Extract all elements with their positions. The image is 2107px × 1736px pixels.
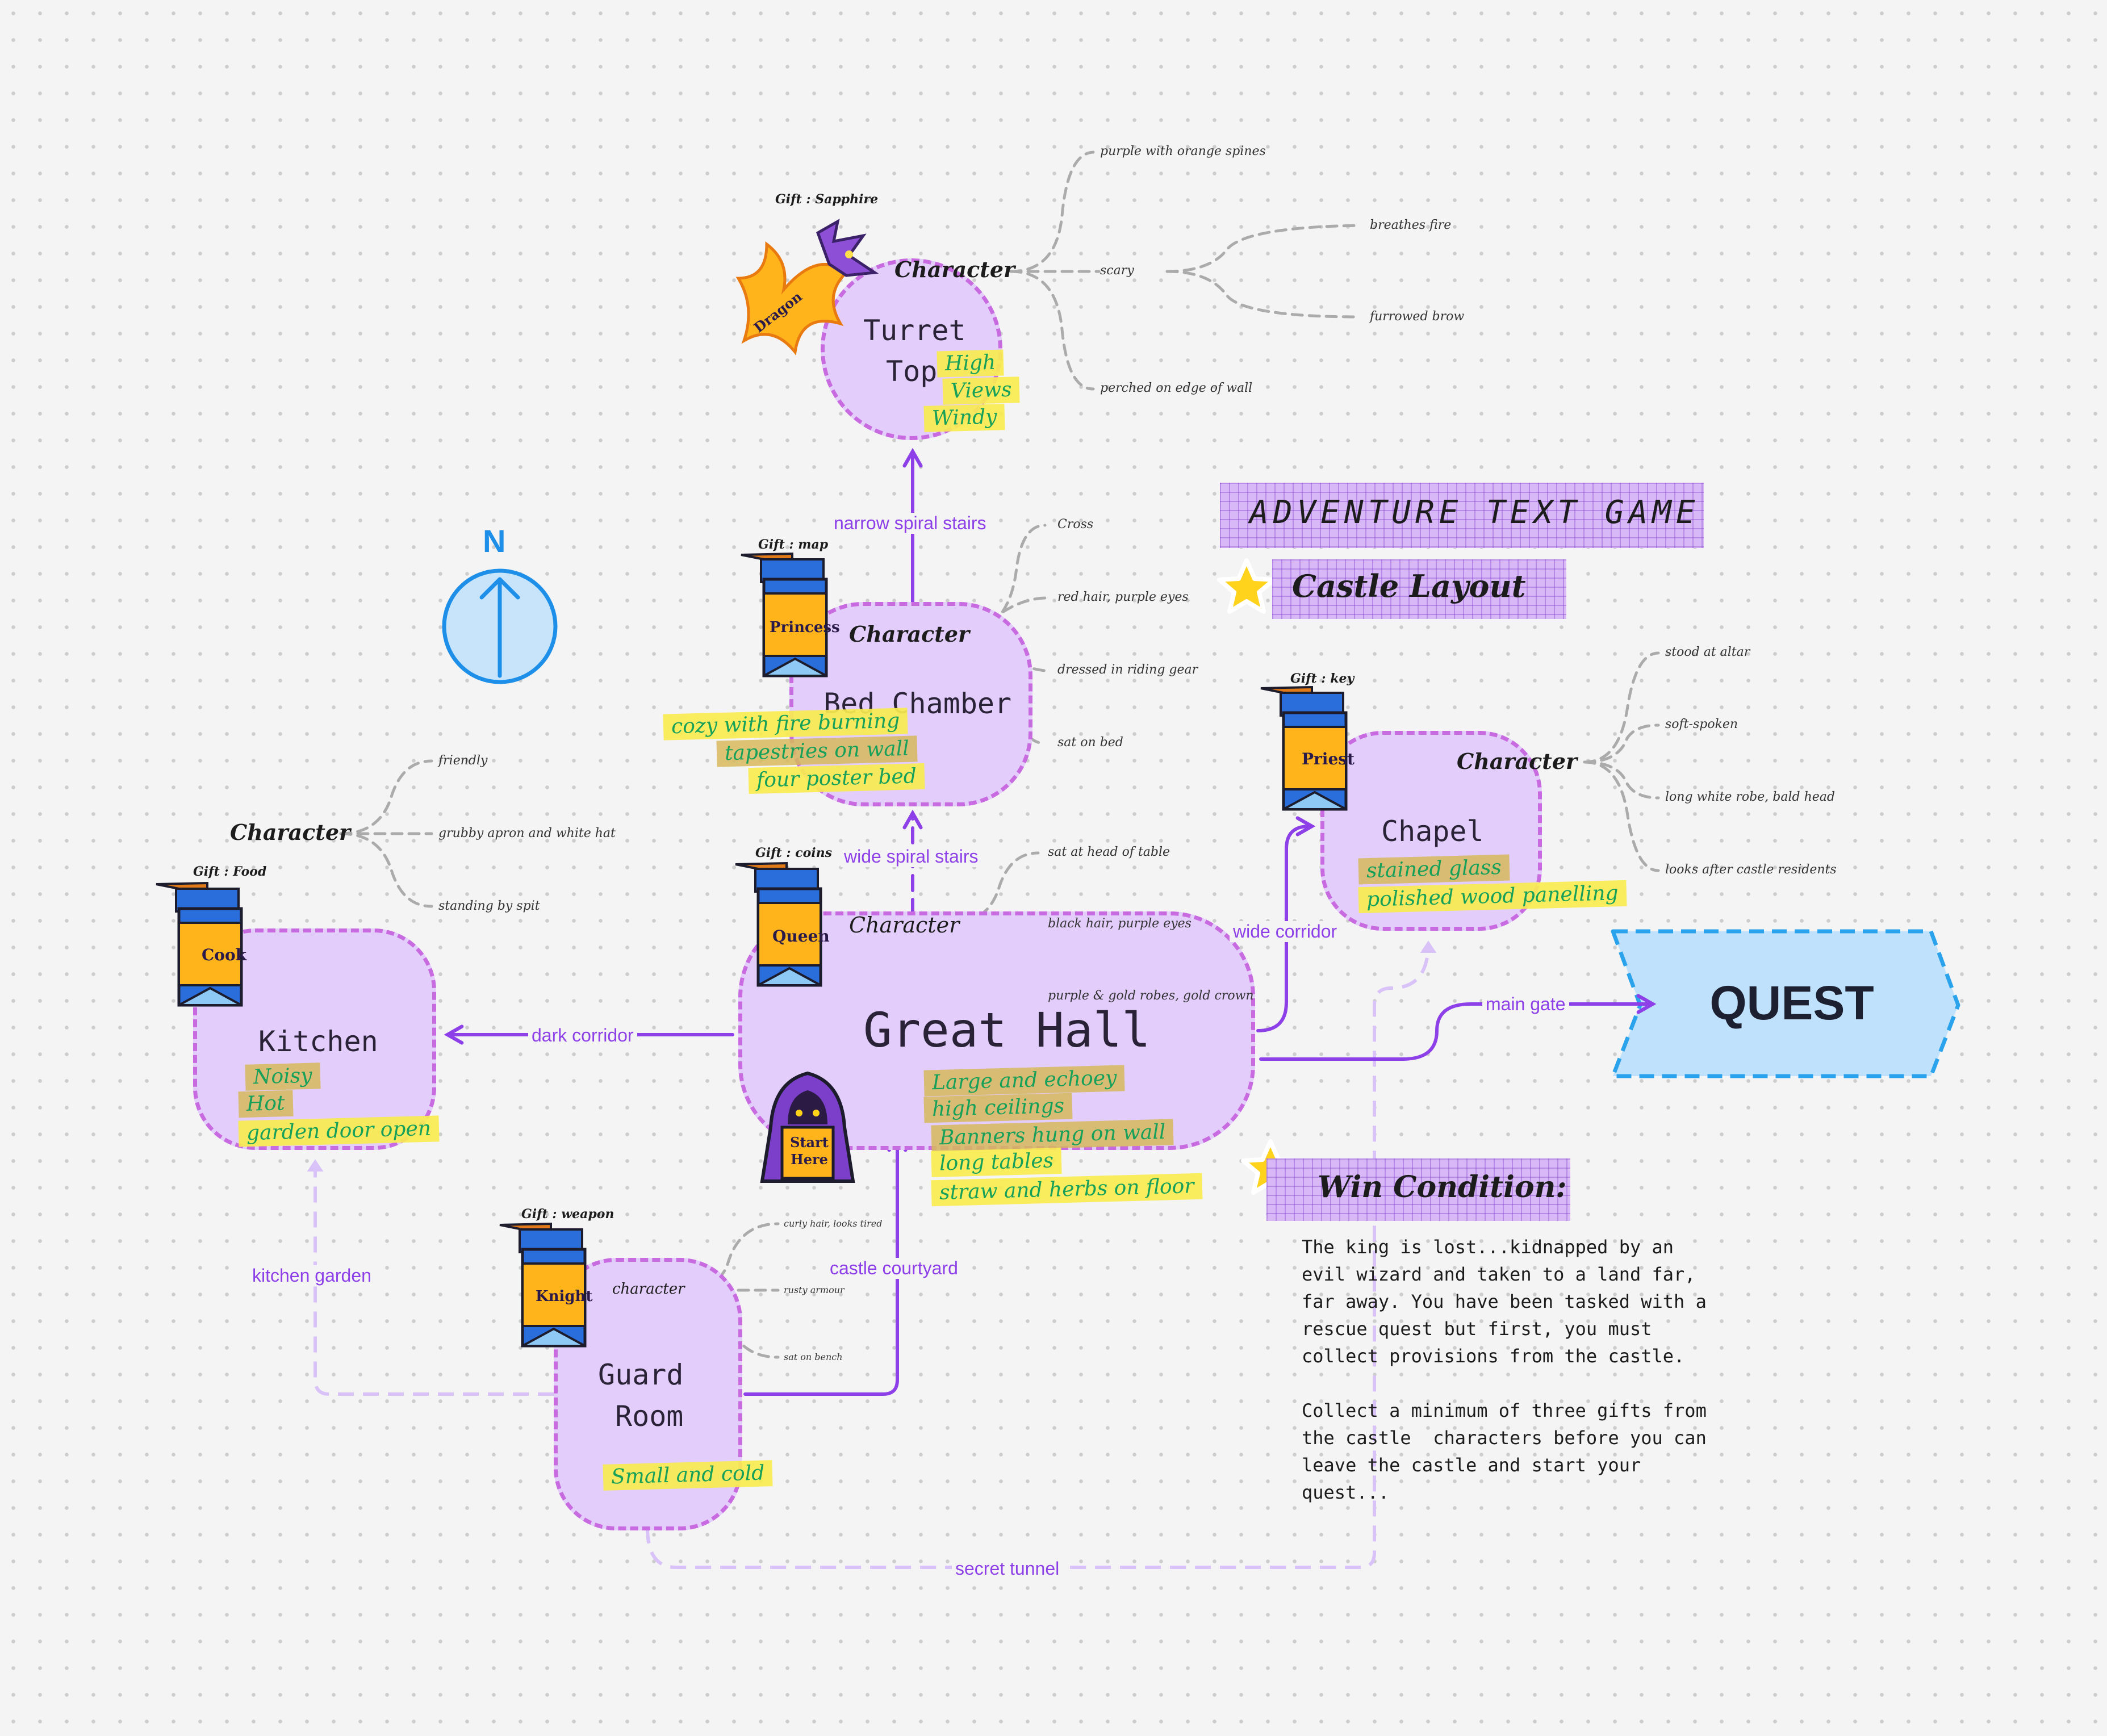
room-kitchen[interactable] <box>193 928 436 1150</box>
princess-name: Princess <box>770 619 840 636</box>
page-title: ADVENTURE TEXT GAME <box>1249 494 1700 531</box>
queen-character-label: Character <box>849 913 960 938</box>
note-noisy: Noisy <box>245 1062 321 1091</box>
knight-trait: sat on bench <box>784 1352 843 1362</box>
note-long-tables: long tables <box>931 1148 1062 1177</box>
gift-label-cook: Gift : Food <box>193 864 267 879</box>
start-here-label: Start Here <box>790 1134 829 1168</box>
gift-label-priest: Gift : key <box>1290 671 1354 686</box>
queen-name: Queen <box>772 927 830 946</box>
secret-tunnel-path <box>646 940 1437 1569</box>
knight-character-label: character <box>612 1281 685 1298</box>
quest-label[interactable]: QUEST <box>1709 976 1874 1030</box>
knight-name: Knight <box>536 1288 593 1305</box>
guard-room-title-line2: Room <box>615 1400 684 1433</box>
priest-trait: stood at altar <box>1665 645 1750 659</box>
gift-label-queen: Gift : coins <box>755 846 833 860</box>
princess-trait: sat on bed <box>1057 735 1123 750</box>
princess-trait: red hair, purple eyes <box>1057 590 1189 604</box>
compass-icon <box>442 568 558 684</box>
banner-icon <box>1260 685 1348 811</box>
castle-courtyard-path <box>743 1132 908 1396</box>
note-stained-glass: stained glass <box>1358 854 1510 885</box>
priest-trait: long white robe, bald head <box>1665 790 1835 804</box>
dragon-icon <box>735 219 879 356</box>
princess-trait: dressed in riding gear <box>1057 663 1198 677</box>
dragon-trait: scary <box>1100 263 1134 278</box>
priest-name: Priest <box>1302 750 1354 768</box>
banner-icon <box>156 881 243 1007</box>
knight-trait: curly hair, looks tired <box>784 1218 883 1229</box>
princess-trait: Cross <box>1057 517 1094 532</box>
hooded-figure-icon[interactable] <box>756 1070 859 1184</box>
note-large-echoey: Large and echoey <box>923 1065 1126 1097</box>
note-tapestries: tapestries on wall <box>716 735 918 767</box>
chapel-title: Chapel <box>1381 815 1484 848</box>
note-hot: Hot <box>238 1090 294 1118</box>
turret-top-title-line2: Top <box>886 355 938 388</box>
cook-trait: friendly <box>438 754 488 768</box>
priest-trait: looks after castle residents <box>1665 863 1837 877</box>
path-label-castle-courtyard: castle courtyard <box>826 1258 961 1279</box>
guard-room-title-line1: Guard <box>598 1358 684 1391</box>
dragon-trait: breathes fire <box>1370 218 1452 232</box>
note-garden-door: garden door open <box>238 1115 440 1147</box>
main-gate-path <box>1259 994 1657 1061</box>
banner-icon <box>735 861 822 987</box>
princess-character-label: Character <box>849 621 970 647</box>
queen-trait: purple & gold robes, gold crown <box>1048 989 1254 1003</box>
dragon-trait: purple with orange spines <box>1100 144 1266 158</box>
note-four-poster-bed: four poster bed <box>748 763 925 794</box>
title-backdrop <box>1220 483 1704 548</box>
cook-character-label: Character <box>230 819 351 845</box>
path-label-secret-tunnel: secret tunnel <box>952 1558 1063 1579</box>
win-condition-body: The king is lost...kidnapped by an evil … <box>1302 1236 1707 1503</box>
kitchen-garden-path <box>307 1159 554 1396</box>
note-high-ceilings: high ceilings <box>923 1093 1073 1123</box>
banner-icon <box>741 552 828 677</box>
cook-trait: grubby apron and white hat <box>438 826 616 840</box>
gift-label-dragon: Gift : Sapphire <box>775 192 879 207</box>
path-label-main-gate: main gate <box>1482 994 1569 1015</box>
priest-character-label: Character <box>1457 748 1578 774</box>
cook-trait: standing by spit <box>438 899 540 913</box>
gift-label-princess: Gift : map <box>758 537 829 552</box>
path-label-wide-corridor: wide corridor <box>1230 921 1341 942</box>
path-label-kitchen-garden: kitchen garden <box>249 1265 375 1286</box>
gift-label-knight: Gift : weapon <box>521 1207 614 1222</box>
note-views: Views <box>942 377 1021 405</box>
path-label-wide-spiral-stairs: wide spiral stairs <box>841 846 982 867</box>
queen-trait: sat at head of table <box>1048 845 1170 859</box>
path-label-narrow-spiral-stairs: narrow spiral stairs <box>830 513 990 534</box>
compass-north-label: N <box>483 523 506 559</box>
queen-trait: black hair, purple eyes <box>1048 917 1192 931</box>
win-condition-backdrop <box>1266 1158 1570 1221</box>
note-high: High <box>937 349 1004 378</box>
subtitle-backdrop <box>1272 559 1566 619</box>
kitchen-title: Kitchen <box>258 1025 378 1058</box>
turret-top-title-line1: Turret <box>863 314 966 347</box>
great-hall-title: Great Hall <box>863 1002 1151 1058</box>
note-small-cold: Small and cold <box>603 1460 773 1491</box>
knight-trait: rusty armour <box>784 1285 845 1295</box>
note-windy: Windy <box>923 404 1006 432</box>
path-label-dark-corridor: dark corridor <box>528 1025 637 1046</box>
dragon-character-label: Character <box>894 257 1015 282</box>
priest-trait: soft-spoken <box>1665 717 1738 731</box>
star-icon <box>1217 558 1276 614</box>
win-condition-heading: Win Condition: <box>1318 1170 1567 1204</box>
banner-icon <box>499 1222 587 1348</box>
cook-name: Cook <box>202 946 247 964</box>
page-subtitle: Castle Layout <box>1292 568 1526 604</box>
dragon-trait: furrowed brow <box>1370 309 1465 324</box>
dragon-trait: perched on edge of wall <box>1100 381 1253 395</box>
